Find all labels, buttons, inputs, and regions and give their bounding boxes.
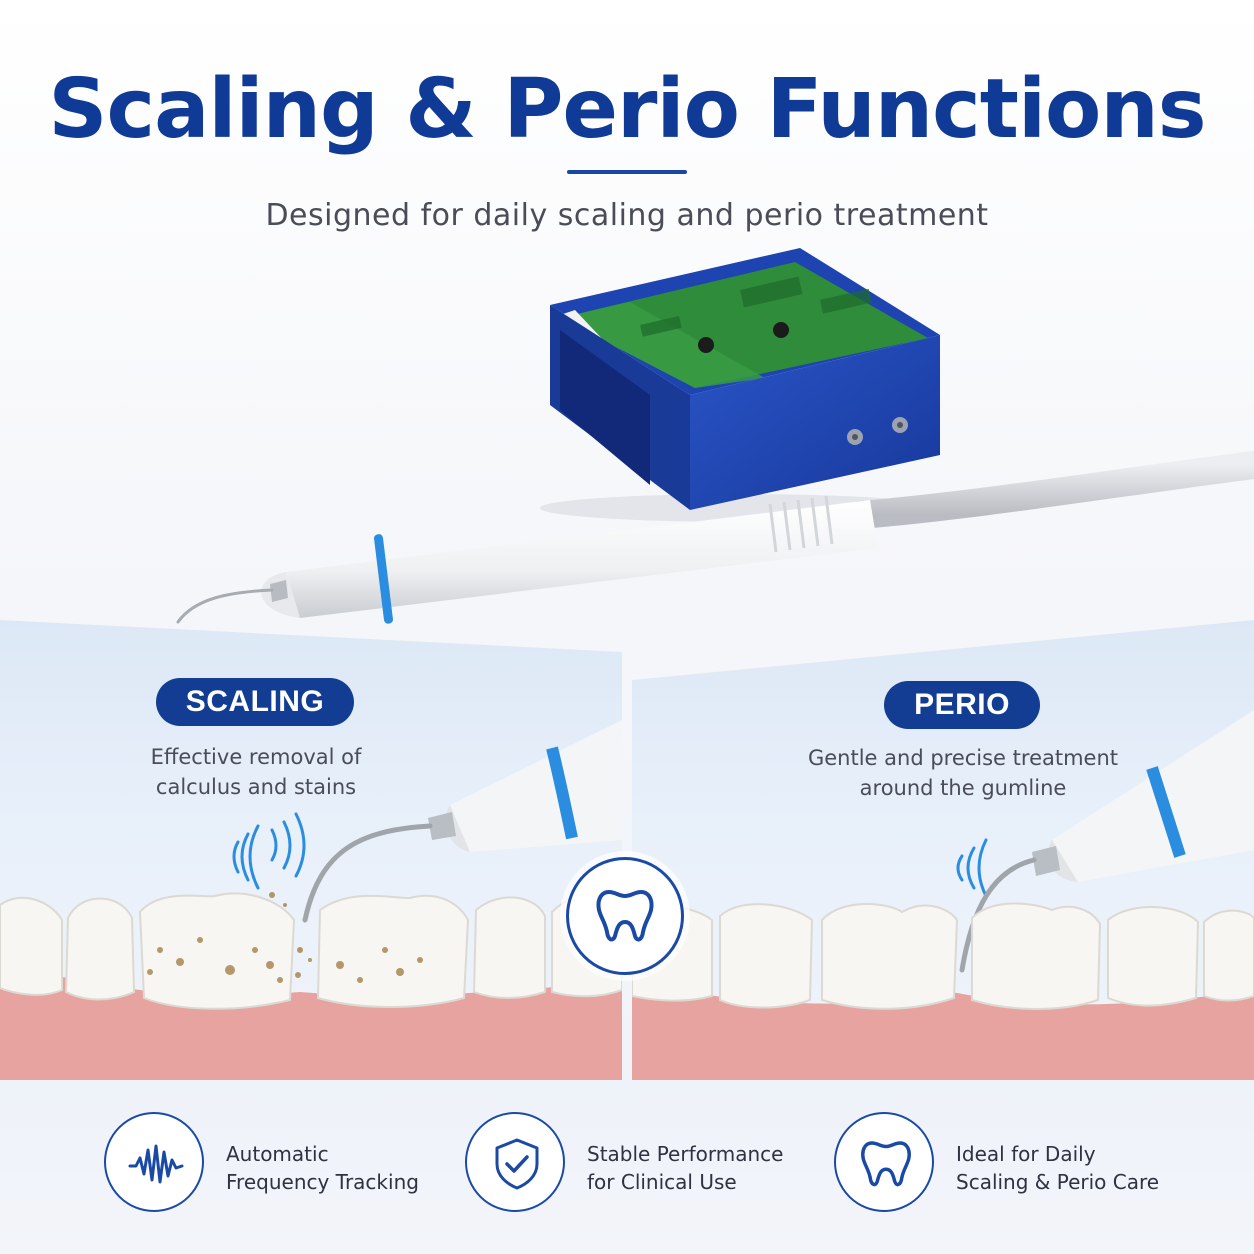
feature-frequency-tracking: Automatic Frequency Tracking [104,1112,424,1222]
teeth [632,902,1254,1010]
scaling-description-line1: Effective removal of [150,745,362,769]
scaler-module [550,248,940,510]
gum [0,960,622,1080]
feature-text: Automatic Frequency Tracking [226,1140,419,1196]
title-underline [567,170,687,174]
feature-icon-circle [465,1112,565,1212]
handpiece-cable [846,451,1254,529]
perio-description-line2: around the gumline [859,776,1067,800]
tooth-icon [596,890,654,942]
feature-text: Ideal for Daily Scaling & Perio Care [956,1140,1159,1196]
handpiece [176,495,878,624]
perio-panel [632,620,1254,1080]
feature-line1: Automatic [226,1142,329,1166]
feature-line2: for Clinical Use [587,1170,737,1194]
vibration-waves-icon [232,812,306,890]
features-band [0,1080,1254,1254]
scaling-description: Effective removal of calculus and stains [110,742,402,802]
scaling-description-line2: calculus and stains [155,775,357,799]
scaling-panel [0,620,622,1080]
feature-stable-performance: Stable Performance for Clinical Use [465,1112,785,1222]
perio-description: Gentle and precise treatment around the … [800,743,1126,803]
feature-icon-circle [834,1112,934,1212]
page-subtitle: Designed for daily scaling and perio tre… [265,198,989,233]
feature-line1: Stable Performance [587,1142,784,1166]
perio-handpiece [959,710,1254,973]
perio-description-line1: Gentle and precise treatment [807,746,1119,770]
feature-text: Stable Performance for Clinical Use [587,1140,783,1196]
center-tooth-badge [566,857,684,975]
scaling-badge: SCALING [156,678,354,726]
feature-daily-care: Ideal for Daily Scaling & Perio Care [834,1112,1164,1222]
feature-line2: Scaling & Perio Care [956,1170,1160,1194]
feature-line2: Frequency Tracking [226,1170,419,1194]
feature-line1: Ideal for Daily [956,1142,1096,1166]
vibration-waves-icon [956,838,988,898]
scaling-scene [0,720,622,1080]
perio-badge: PERIO [884,681,1040,729]
page-title: Scaling & Perio Functions [48,62,1206,157]
tooth-icon [861,1141,911,1187]
teeth [0,892,622,1010]
frequency-wave-icon [128,1144,184,1184]
scaling-handpiece [302,720,622,923]
perio-scene [632,710,1254,1080]
shield-check-icon [495,1138,539,1190]
feature-icon-circle [104,1112,204,1212]
calculus-stains [147,892,423,983]
product-illustration [176,248,1254,624]
